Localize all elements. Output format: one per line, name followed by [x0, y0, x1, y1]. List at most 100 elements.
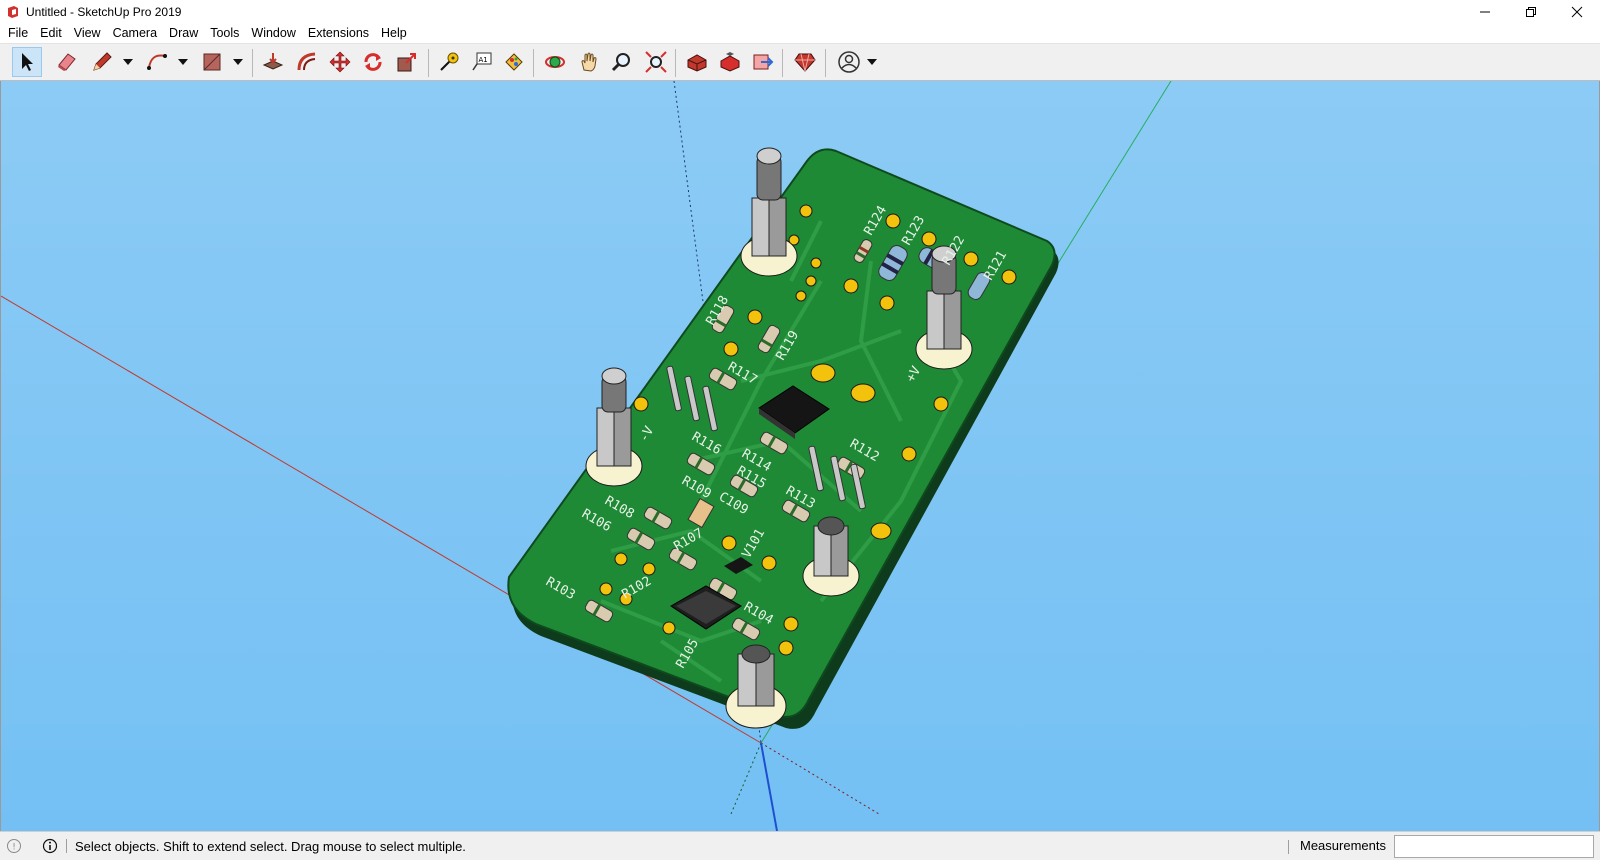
rotate-tool-button[interactable] [358, 47, 388, 77]
tape-measure-tool-button[interactable] [434, 47, 464, 77]
arc-icon [147, 54, 167, 70]
chevron-down-icon [867, 59, 877, 65]
extension-warehouse-button[interactable] [715, 47, 745, 77]
orbit-tool-button[interactable] [540, 47, 570, 77]
menu-draw[interactable]: Draw [169, 26, 199, 40]
zoom-extents-tool-button[interactable] [641, 47, 671, 77]
menu-camera[interactable]: Camera [112, 26, 158, 40]
menu-extensions[interactable]: Extensions [307, 26, 370, 40]
chevron-down-icon [233, 59, 243, 65]
menu-file[interactable]: File [8, 26, 29, 40]
zoom-extents-icon [645, 51, 667, 73]
restore-button[interactable] [1508, 0, 1554, 23]
account-button[interactable] [834, 47, 864, 77]
toolbar-separator [533, 49, 534, 77]
menu-edit[interactable]: Edit [40, 26, 62, 40]
menu-window[interactable]: Window [251, 26, 296, 40]
green-axis-lower [730, 742, 762, 815]
paint-bucket-tool-button[interactable] [499, 47, 529, 77]
scale-icon [397, 53, 416, 72]
menu-tools[interactable]: Tools [210, 26, 240, 40]
measurements-input[interactable] [1394, 835, 1594, 858]
menu-help[interactable]: Help [381, 26, 407, 40]
pan-tool-button[interactable] [574, 47, 604, 77]
model-scene: R124 R123 R122 R121 R118 R119 R117 R116 … [1, 81, 1172, 831]
account-dropdown[interactable] [866, 56, 878, 68]
chevron-down-icon [178, 59, 188, 65]
offset-icon [297, 52, 316, 71]
move-arrows-icon [329, 51, 351, 73]
red-axis-negative [760, 742, 880, 815]
info-icon[interactable] [42, 838, 58, 854]
measurements-separator [1288, 840, 1289, 854]
toolbar-separator [825, 49, 826, 77]
pencil-icon [93, 52, 112, 71]
3d-viewport[interactable]: R124 R123 R122 R121 R118 R119 R117 R116 … [0, 81, 1600, 831]
arc-tool-button[interactable] [142, 47, 172, 77]
offset-tool-button[interactable] [292, 47, 322, 77]
main-toolbar: A1 [0, 43, 1600, 81]
status-hint: Select objects. Shift to extend select. … [75, 838, 466, 854]
geo-location-icon[interactable]: ! [6, 838, 22, 854]
push-pull-icon [262, 53, 284, 70]
pin-headers [666, 365, 866, 510]
close-button[interactable] [1554, 0, 1600, 23]
close-icon [1571, 6, 1583, 17]
label-plus-v: +V [903, 364, 924, 385]
toolbar-separator [782, 49, 783, 77]
label-minus-v: -V [636, 424, 657, 445]
tape-measure-icon [440, 52, 459, 71]
select-tool-button[interactable] [12, 47, 42, 77]
status-bar: ! Select objects. Shift to extend select… [0, 831, 1600, 860]
scale-tool-button[interactable] [392, 47, 422, 77]
zoom-tool-button[interactable] [607, 47, 637, 77]
minimize-icon [1480, 11, 1490, 12]
svg-text:!: ! [12, 843, 16, 853]
rotate-icon [364, 53, 382, 71]
extension-manager-button[interactable] [790, 47, 820, 77]
menu-view[interactable]: View [73, 26, 101, 40]
minimize-button[interactable] [1462, 0, 1508, 23]
standoffs [585, 147, 973, 729]
send-to-layout-button[interactable] [748, 47, 778, 77]
eraser-icon [58, 53, 76, 71]
paint-bucket-icon [505, 53, 523, 71]
3d-warehouse-button[interactable] [682, 47, 712, 77]
toolbar-separator [675, 49, 676, 77]
extension-warehouse-icon [720, 52, 740, 72]
ic-chips [670, 385, 830, 630]
window-title: Untitled - SketchUp Pro 2019 [26, 4, 182, 19]
rectangle-tool-dropdown[interactable] [232, 56, 244, 68]
orbit-icon [545, 56, 565, 68]
eraser-tool-button[interactable] [52, 47, 82, 77]
toolbar-separator [428, 49, 429, 77]
rectangle-tool-button[interactable] [197, 47, 227, 77]
blue-axis [760, 742, 778, 831]
move-tool-button[interactable] [325, 47, 355, 77]
magnifier-icon [611, 53, 630, 72]
pcb-pads [599, 204, 1017, 656]
layout-icon [753, 54, 774, 70]
chevron-down-icon [123, 59, 133, 65]
status-separator [66, 839, 67, 853]
window-controls [1462, 0, 1600, 23]
sketchup-logo-icon [8, 5, 18, 18]
menu-bar: File Edit View Camera Draw Tools Window … [0, 23, 1600, 43]
ruby-gem-icon [794, 53, 816, 72]
push-pull-tool-button[interactable] [258, 47, 288, 77]
toolbar-separator [252, 49, 253, 77]
title-bar: Untitled - SketchUp Pro 2019 [0, 0, 1600, 23]
restore-icon [1526, 6, 1536, 17]
rectangle-icon [203, 53, 221, 71]
arc-tool-dropdown[interactable] [177, 56, 189, 68]
line-tool-button[interactable] [87, 47, 117, 77]
warehouse-icon [687, 54, 707, 72]
arrow-cursor-icon [22, 53, 33, 71]
line-tool-dropdown[interactable] [122, 56, 134, 68]
svg-text:A1: A1 [479, 56, 488, 64]
hand-icon [581, 52, 597, 72]
user-account-icon [838, 51, 860, 73]
text-tool-button[interactable]: A1 [467, 47, 497, 77]
text-label-icon: A1 [472, 52, 492, 71]
